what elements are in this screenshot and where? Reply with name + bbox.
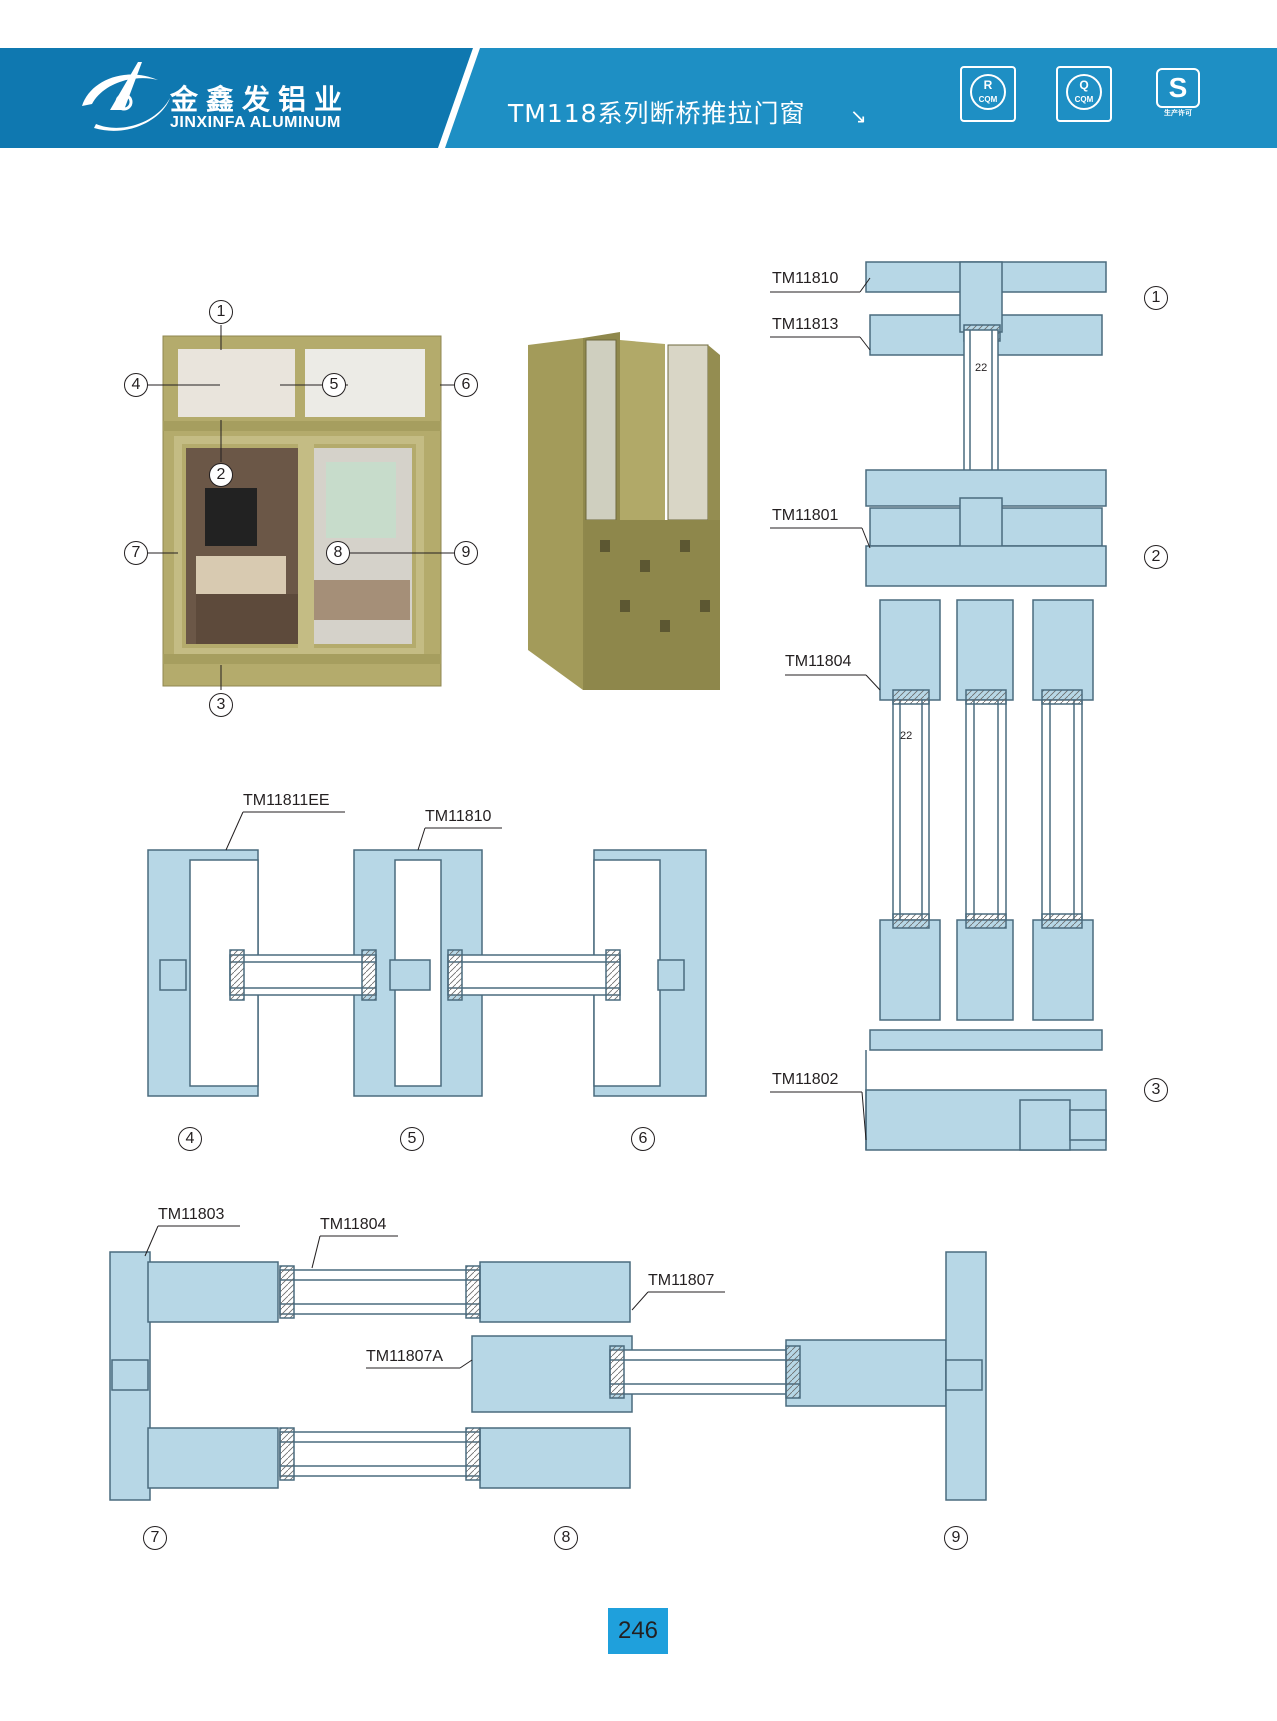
arrow-down-right-icon: ↘ xyxy=(850,106,867,128)
r-cqm-icon: R CQM xyxy=(960,66,1016,122)
profile-label: TM11802 xyxy=(772,1071,839,1088)
series-title: TM118系列断桥推拉门窗 xyxy=(508,99,806,128)
marker-1: 1 xyxy=(1144,286,1168,310)
company-logo-icon xyxy=(82,62,170,131)
marker-7: 7 xyxy=(143,1526,167,1550)
q-cqm-icon: Q CQM xyxy=(1056,66,1112,122)
page-number: 246 xyxy=(608,1608,668,1654)
profile-3d-section xyxy=(528,332,720,690)
vertical-section xyxy=(865,261,1107,1151)
dimension-label: 22 xyxy=(975,362,988,374)
marker-3: 3 xyxy=(209,693,233,717)
marker-9: 9 xyxy=(454,541,478,565)
marker-8: 8 xyxy=(554,1526,578,1550)
header-band xyxy=(0,48,1277,148)
profile-label: TM11810 xyxy=(425,808,492,825)
qs-icon: S 生产许可 xyxy=(1150,66,1206,122)
profile-label: TM11813 xyxy=(772,316,839,333)
marker-2: 2 xyxy=(209,463,233,487)
marker-9: 9 xyxy=(944,1526,968,1550)
horizontal-section-upper xyxy=(147,849,707,1097)
marker-8: 8 xyxy=(326,541,350,565)
marker-2: 2 xyxy=(1144,545,1168,569)
marker-5: 5 xyxy=(400,1127,424,1151)
profile-label: TM11810 xyxy=(772,270,839,287)
profile-label: TM11807 xyxy=(648,1272,715,1289)
leader-lines xyxy=(144,277,881,1369)
marker-5: 5 xyxy=(322,373,346,397)
profile-label: TM11801 xyxy=(772,507,839,524)
marker-4: 4 xyxy=(124,373,148,397)
horizontal-section-lower xyxy=(109,1251,987,1501)
profile-label: TM11804 xyxy=(785,653,852,670)
marker-7: 7 xyxy=(124,541,148,565)
marker-6: 6 xyxy=(631,1127,655,1151)
marker-1: 1 xyxy=(209,300,233,324)
dimension-label: 22 xyxy=(900,730,913,742)
profile-label: TM11803 xyxy=(158,1206,225,1223)
brand-name-cn: 金鑫发铝业 xyxy=(170,83,351,116)
profile-label: TM11811EE xyxy=(243,792,330,809)
marker-6: 6 xyxy=(454,373,478,397)
marker-4: 4 xyxy=(178,1127,202,1151)
header-band-shape xyxy=(0,48,1277,148)
profile-label: TM11804 xyxy=(320,1216,387,1233)
profile-label: TM11807A xyxy=(366,1348,444,1365)
window-photo xyxy=(162,335,442,687)
brand-name-en: JINXINFA ALUMINUM xyxy=(170,114,341,131)
marker-3: 3 xyxy=(1144,1078,1168,1102)
